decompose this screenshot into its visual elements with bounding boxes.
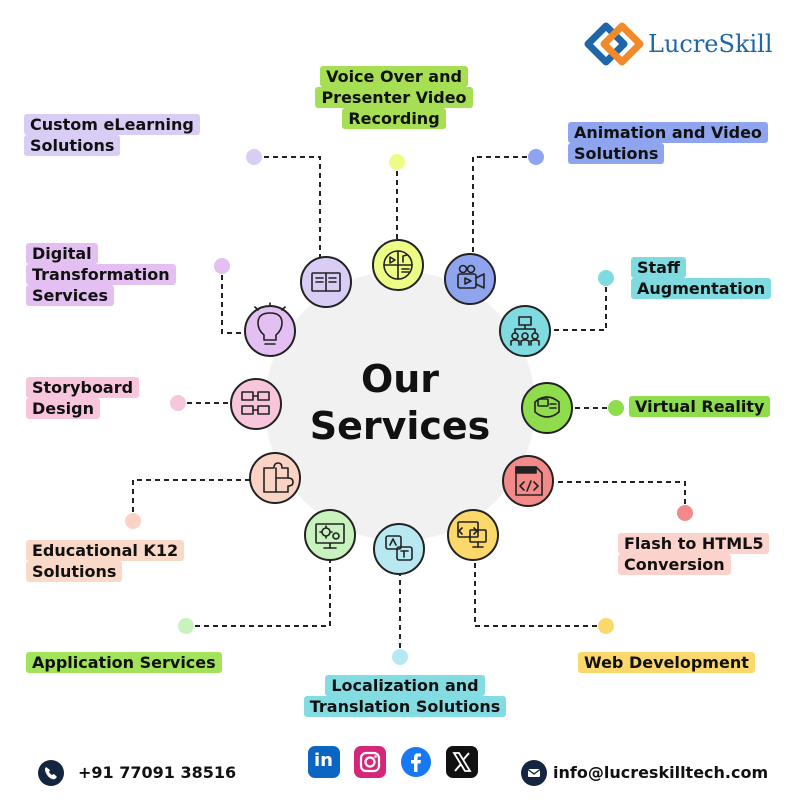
dot-digital [214,258,230,274]
ring-web [447,509,499,561]
storyboard-icon [241,391,270,415]
service-label-vr-text: Virtual Reality [629,396,771,417]
video-camera-icon [457,264,485,289]
dot-localization [392,649,408,665]
ring-flash [502,455,554,507]
ring-staff [499,305,551,357]
service-label-localization: Localization and Translation Solutions [290,675,520,717]
dot-staff [598,270,614,286]
service-label-digital-text: Digital Transformation Services [26,243,176,306]
lightbulb-icon [254,302,286,345]
service-label-digital: Digital Transformation Services [26,243,196,306]
dot-animation [528,149,544,165]
phone-number[interactable]: +91 77091 38516 [78,763,237,782]
puzzle-icon [263,462,294,493]
service-label-k12-text: Educational K12 Solutions [26,540,185,582]
service-label-localization-text: Localization and Translation Solutions [303,675,507,717]
gear-monitor-icon [315,523,345,549]
center-title: Our Services [309,357,491,448]
service-label-voice-text: Voice Over and Presenter Video Recording [315,66,473,129]
linkedin-icon[interactable]: in [308,746,340,778]
x-icon[interactable] [446,746,478,778]
facebook-icon[interactable] [400,746,432,778]
translation-icon [385,535,413,561]
service-label-flash: Flash to HTML5 Conversion [618,533,788,575]
phone-icon [38,760,64,786]
service-label-web-text: Web Development [578,652,755,673]
service-label-app: Application Services [26,652,246,673]
ring-vr [521,382,573,434]
service-label-staff: Staff Augmentation [631,257,791,299]
connector-web [474,560,606,627]
instagram-icon[interactable] [354,746,386,778]
email-icon [521,760,547,786]
brand-name: LucreSkill [648,30,773,58]
service-label-custom: Custom eLearning Solutions [24,114,224,156]
dot-app [178,618,194,634]
book-icon [311,272,341,292]
service-label-storyboard-text: Storyboard Design [26,377,140,419]
service-label-storyboard: Storyboard Design [26,377,156,419]
service-label-animation-text: Animation and Video Solutions [568,122,768,164]
service-label-voice: Voice Over and Presenter Video Recording [305,66,483,129]
team-hierarchy-icon [510,316,540,346]
dot-k12 [125,513,141,529]
connector-animation [472,156,536,258]
ring-k12 [249,452,301,504]
service-label-app-text: Application Services [26,652,222,673]
connector-custom [255,156,321,260]
vr-headset-icon [534,396,560,418]
dot-flash [677,505,693,521]
service-label-web: Web Development [578,652,778,673]
ring-app [304,509,356,561]
center-disc [265,271,535,541]
dot-storyboard [170,395,186,411]
connector-app [186,560,331,627]
service-label-staff-text: Staff Augmentation [631,257,772,299]
web-devices-icon [457,521,487,548]
service-label-animation: Animation and Video Solutions [568,122,788,164]
dot-web [598,618,614,634]
dot-custom [246,149,262,165]
media-board-icon [383,250,413,280]
dot-voice [389,154,405,170]
connector-staff [548,278,607,331]
html-file-icon [515,466,543,496]
service-label-custom-text: Custom eLearning Solutions [24,114,200,156]
service-label-flash-text: Flash to HTML5 Conversion [618,533,770,575]
ring-animation [444,253,496,305]
connector-flash [556,481,686,513]
lucreskill-logo [584,22,644,66]
email-address[interactable]: info@lucreskilltech.com [553,763,769,782]
connector-k12 [132,479,250,521]
service-label-k12: Educational K12 Solutions [26,540,201,582]
ring-storyboard [230,378,282,430]
service-label-vr: Virtual Reality [629,396,789,417]
connector-digital [221,266,244,334]
dot-vr [608,400,624,416]
